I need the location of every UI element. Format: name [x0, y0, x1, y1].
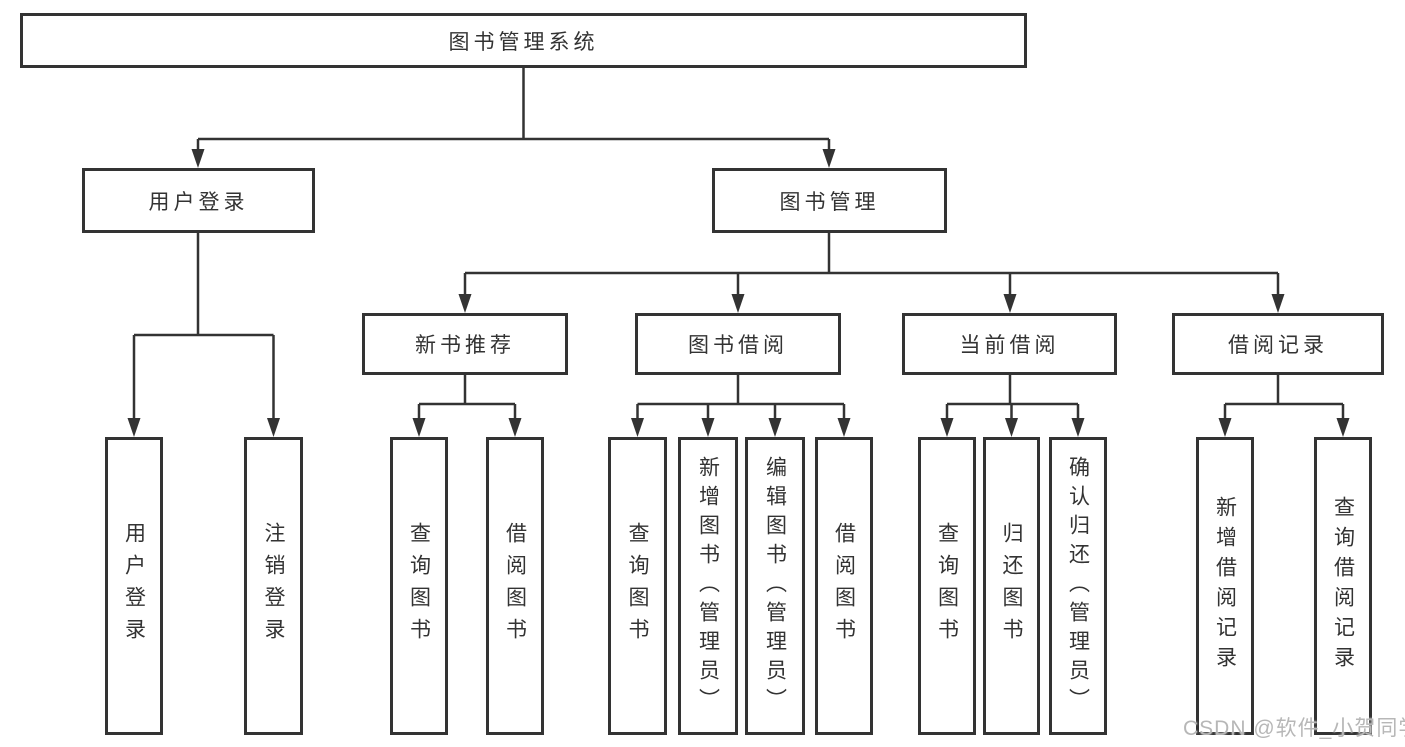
- node-current-borrow: 当前借阅: [902, 313, 1117, 375]
- arrow-down-icon: [631, 418, 644, 437]
- connector-lines: [132, 68, 1345, 421]
- leaf-logout-login: 注销登录: [244, 437, 303, 735]
- arrow-down-icon: [508, 418, 522, 437]
- arrow-down-icon: [701, 418, 715, 437]
- leaf-label: 新增图书（管理员）: [696, 455, 720, 717]
- node-label: 用户登录: [148, 190, 249, 214]
- leaf-label: 查询图书: [626, 522, 649, 650]
- arrow-down-icon: [822, 149, 836, 168]
- arrow-down-icon: [412, 418, 426, 437]
- leaf-label: 查询借阅记录: [1331, 496, 1355, 676]
- node-label: 图书管理: [779, 190, 880, 214]
- arrow-down-icon: [127, 418, 141, 437]
- node-library-system: 图书管理系统: [20, 13, 1027, 68]
- leaf-label: 归还图书: [1000, 522, 1023, 650]
- node-label: 当前借阅: [959, 334, 1060, 357]
- leaf-label: 借阅图书: [832, 522, 856, 650]
- node-label: 图书管理系统: [448, 30, 599, 54]
- node-book-management: 图书管理: [712, 168, 947, 233]
- leaf-label: 用户登录: [122, 522, 146, 650]
- leaf-cb-return-book: 归还图书: [983, 437, 1040, 735]
- arrow-down-icon: [458, 294, 472, 313]
- leaf-label: 注销登录: [262, 522, 285, 650]
- leaf-label: 确认归还（管理员）: [1066, 455, 1090, 717]
- arrow-down-icon: [940, 418, 954, 437]
- leaf-bb-edit-book-admin: 编辑图书（管理员）: [745, 437, 805, 735]
- leaf-br-query-record: 查询借阅记录: [1314, 437, 1372, 735]
- leaf-label: 编辑图书（管理员）: [763, 455, 787, 717]
- arrow-down-icon: [1271, 294, 1285, 313]
- arrow-down-icon: [1003, 294, 1017, 313]
- arrow-down-icon: [1218, 418, 1232, 437]
- leaf-rec-borrow-book: 借阅图书: [486, 437, 544, 735]
- node-new-book-recommend: 新书推荐: [362, 313, 568, 375]
- leaf-bb-add-book-admin: 新增图书（管理员）: [678, 437, 738, 735]
- csdn-watermark: CSDN @软件_小贺同学: [1183, 717, 1405, 740]
- leaf-br-add-record: 新增借阅记录: [1196, 437, 1254, 735]
- arrow-down-icon: [1336, 418, 1350, 437]
- arrow-down-icon: [1005, 418, 1018, 437]
- arrow-down-icon: [191, 149, 205, 168]
- node-user-login: 用户登录: [82, 168, 315, 233]
- leaf-cb-query-book: 查询图书: [918, 437, 976, 735]
- leaf-label: 查询图书: [407, 522, 431, 650]
- node-label: 借阅记录: [1228, 334, 1328, 357]
- node-label: 图书借阅: [688, 334, 788, 357]
- arrow-down-icon: [1071, 418, 1085, 437]
- leaf-user-login: 用户登录: [105, 437, 163, 735]
- leaf-cb-confirm-return-admin: 确认归还（管理员）: [1049, 437, 1107, 735]
- arrowheads: [127, 149, 1350, 437]
- leaf-label: 查询图书: [935, 522, 959, 650]
- node-book-borrow: 图书借阅: [635, 313, 841, 375]
- node-borrow-records: 借阅记录: [1172, 313, 1384, 375]
- arrow-down-icon: [768, 418, 782, 437]
- arrow-down-icon: [837, 418, 851, 437]
- node-label: 新书推荐: [415, 334, 515, 357]
- arrow-down-icon: [267, 418, 280, 437]
- leaf-bb-borrow-book: 借阅图书: [815, 437, 873, 735]
- leaf-bb-query-book: 查询图书: [608, 437, 667, 735]
- leaf-rec-query-book: 查询图书: [390, 437, 448, 735]
- leaf-label: 新增借阅记录: [1213, 496, 1237, 676]
- leaf-label: 借阅图书: [503, 522, 527, 650]
- arrow-down-icon: [731, 294, 745, 313]
